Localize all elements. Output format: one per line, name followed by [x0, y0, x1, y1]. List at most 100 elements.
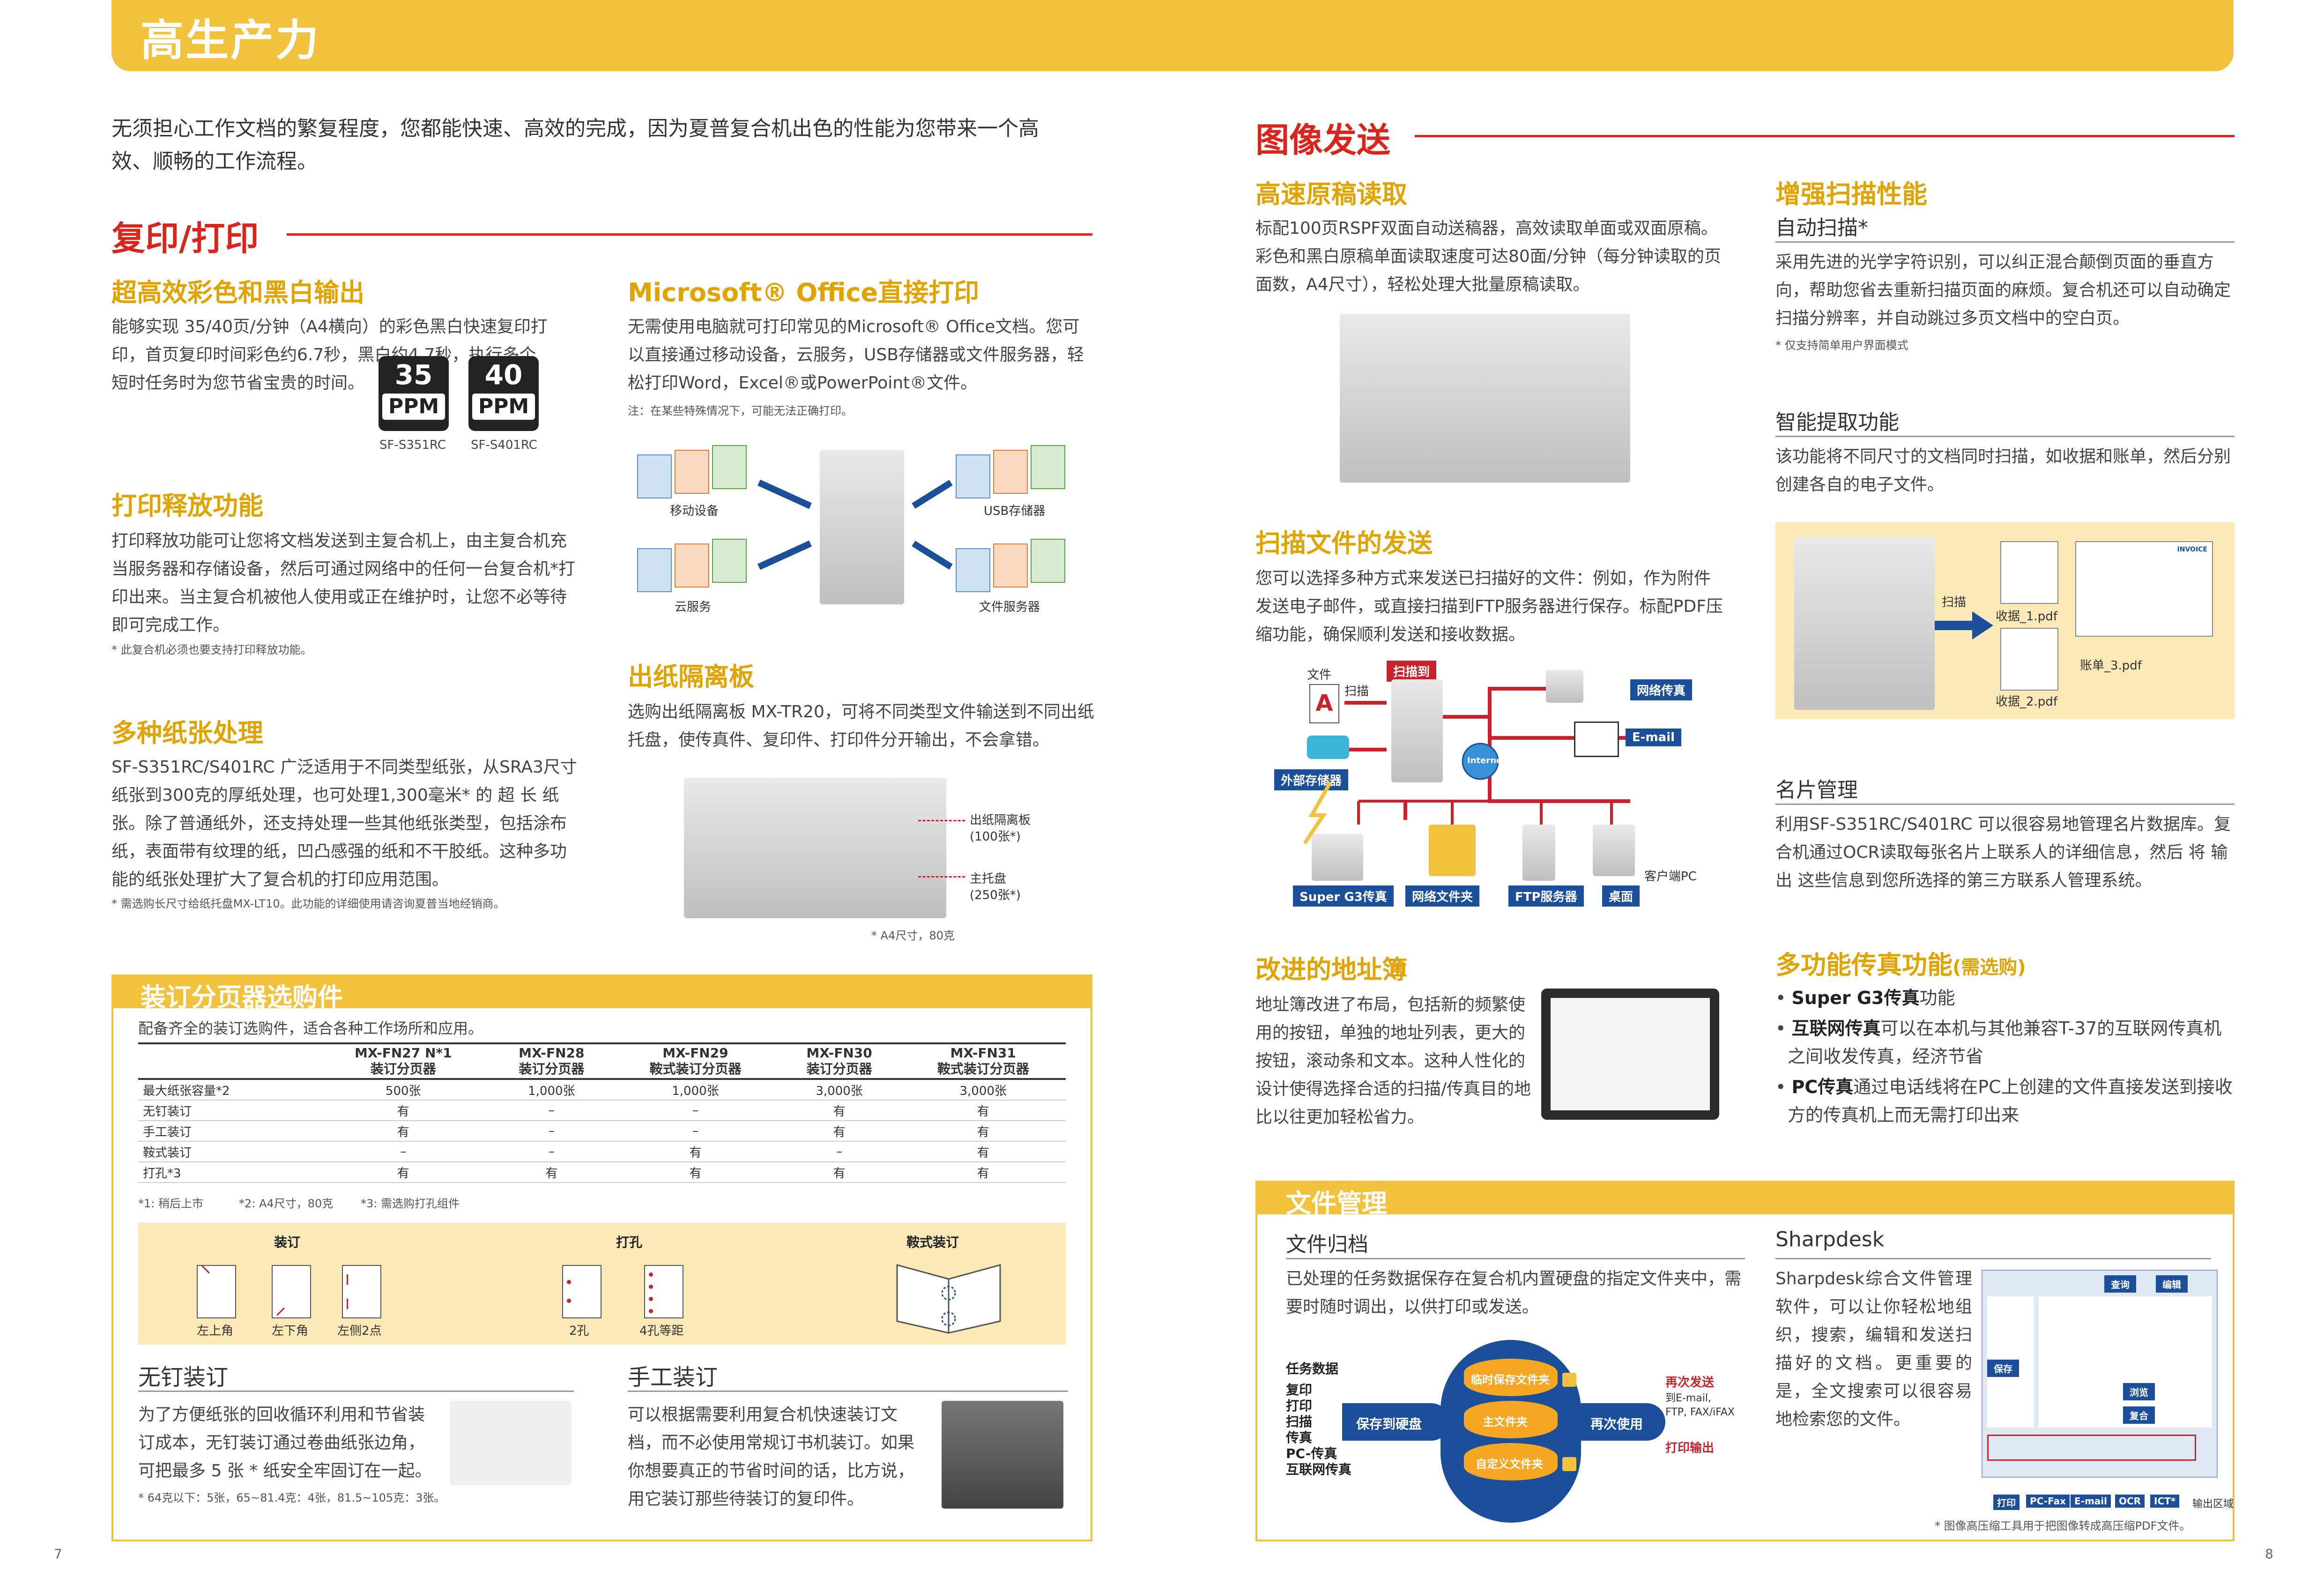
docx-icon: [956, 454, 990, 498]
output-button-ict: ICT*: [2150, 1495, 2180, 1508]
card-body: 利用SF-S351RC/S401RC 可以很容易地管理名片数据库。复合机通过OC…: [1775, 815, 2231, 890]
image-send-title: 图像发送: [1255, 120, 1391, 160]
color-bw-heading: 超高效彩色和黑白输出: [111, 278, 364, 307]
dest-tag: E-mail: [1626, 729, 1682, 746]
arrow-icon: [757, 540, 812, 570]
output-button-email: E-mail: [2071, 1495, 2111, 1508]
folder-temp: [1464, 1359, 1558, 1396]
sharpdesk-body: Sharpdesk综合文件管理软件，可以让你轻松地组织，搜索，编辑和发送扫描好的…: [1775, 1269, 1972, 1429]
hole-mark: [649, 1297, 653, 1301]
section-divider: [287, 233, 1092, 236]
archive-heading: 文件归档: [1286, 1233, 1368, 1257]
fax-heading-wrap: 多功能传真功能(需选购): [1775, 944, 2026, 981]
arrow-icon: [912, 480, 953, 509]
lock-icon: [1562, 1457, 1576, 1471]
email-icon: [1574, 722, 1619, 757]
folder-label: 临时保存文件夹: [1471, 1373, 1550, 1386]
mfp-image: [820, 450, 904, 604]
paper-note: * 需选购长尺寸给纸托盘MX-LT10。此功能的详细使用请咨询夏普当地经销商。: [111, 897, 505, 910]
manual-heading: 手工装订: [628, 1364, 718, 1391]
hole-mark: [649, 1309, 653, 1313]
finisher-subtitle: 配备齐全的装订选购件，适合各种工作场所和应用。: [138, 1019, 483, 1037]
staple-mark: [347, 1299, 348, 1309]
receipt-doc: [2000, 541, 2058, 604]
heading-rule: [138, 1391, 574, 1392]
print-release-body: 打印释放功能可让您将文档发送到主复合机上，由主复合机充当服务器和存储设备，然后可…: [111, 531, 576, 635]
file-label: 收据_2.pdf: [1996, 695, 2057, 709]
separator-body: 选购出纸隔离板 MX-TR20，可将不同类型文件输送到不同出纸托盘，使传真件、复…: [628, 702, 1094, 750]
save-arrow: [1342, 1403, 1450, 1441]
finishing-diagram: 装订 打孔 鞍式装订 左上角 左下角 左侧2点 2孔 4孔等距: [138, 1223, 1066, 1345]
sharpdesk-heading: Sharpdesk: [1775, 1227, 1885, 1251]
doc-icons-mobile: [637, 445, 750, 501]
print-release-note: * 此复合机必须也要支持打印释放功能。: [111, 643, 312, 656]
auto-scan-body: 采用先进的光学字符识别，可以纠正混合颠倒页面的垂直方向，帮助您省去重新扫描页面的…: [1775, 253, 2231, 328]
output-button-ocr: OCR: [2115, 1495, 2145, 1508]
paper-body: SF-S351RC/S401RC 广泛适用于不同类型纸张，从SRA3尺寸纸张到3…: [111, 758, 577, 889]
doc-icons-cloud: [637, 539, 750, 595]
rspf-image: [1340, 314, 1630, 483]
color-bw-body: 能够实现 35/40页/分钟（A4横向）的彩色黑白快速复印打印，首页复印时间彩色…: [111, 317, 548, 393]
dest-tag: FTP服务器: [1508, 885, 1584, 907]
screen-content: [1551, 998, 1710, 1110]
folder-main: [1464, 1401, 1558, 1438]
doc-icons-server: [956, 539, 1068, 595]
smart-extract-body: 该功能将不同尺寸的文档同时扫描，如收据和账单，然后分别创建各自的电子文件。: [1775, 447, 2231, 494]
file-mgmt-bar: [1255, 1181, 2235, 1214]
task-item: 复印: [1286, 1382, 1313, 1398]
pptx-icon: [675, 543, 709, 588]
thumbnail-grid: [2039, 1296, 2212, 1428]
document-icon: A: [1309, 684, 1339, 723]
source-label: 移动设备: [670, 504, 719, 518]
folder-custom: [1464, 1443, 1558, 1480]
docx-icon: [956, 548, 990, 592]
finisher-bar: [111, 974, 1092, 1008]
group-label: 打孔: [616, 1235, 643, 1250]
arrow-icon: [1935, 611, 1993, 640]
page-number-right: 8: [2265, 1546, 2273, 1562]
docx-icon: [637, 548, 672, 592]
scan-label: 扫描: [1942, 595, 1967, 610]
dest-tag: Super G3传真: [1293, 885, 1394, 907]
separator-heading: 出纸隔离板: [628, 662, 754, 692]
task-item: 扫描: [1286, 1414, 1313, 1429]
xlsx-icon: [712, 539, 747, 583]
folder-pc-image: [1429, 825, 1476, 876]
smart-extract-diagram: 扫描 收据_1.pdf INVOICE 账单_3.pdf 收据_2.pdf: [1775, 522, 2235, 719]
output-button-pcfax: PC-Fax: [2026, 1495, 2070, 1508]
staple-free-heading: 无钉装订: [138, 1364, 229, 1391]
hole-mark: [567, 1299, 571, 1303]
fax-item: • 互联网传真可以在本机与其他兼容T-37的互联网传真机之间收发传真，经济节省: [1775, 1018, 2222, 1067]
sharpdesk-screenshot: 查询 编辑 保存 浏览 复合: [1982, 1270, 2218, 1478]
footnote: *1: 稍后上市: [138, 1197, 203, 1210]
ui-label-composite: 复合: [2123, 1406, 2155, 1424]
heading-rule: [1286, 1258, 1745, 1259]
callout-separator-cap: (100张*): [970, 830, 1021, 844]
source-label: USB存储器: [984, 504, 1046, 518]
globe-icon: [1462, 743, 1499, 780]
address-book-body: 地址簿改进了布局，包括新的频繁使用的按钮，单独的地址列表，更大的按钮，滚动条和文…: [1255, 995, 1531, 1127]
xlsx-icon: [712, 445, 747, 489]
address-book-heading: 改进的地址簿: [1255, 955, 1407, 984]
saddle-book-icon: [896, 1264, 1001, 1334]
heading-rule: [1775, 1258, 2211, 1259]
ppm-model-label: SF-S351RC: [379, 438, 446, 452]
scan-label: 扫描: [1344, 684, 1369, 699]
fast-read-heading: 高速原稿读取: [1255, 179, 1407, 209]
sheet-2-hole: [562, 1265, 601, 1318]
sheet-left-2pt: [342, 1265, 381, 1318]
heading-rule: [1775, 436, 2235, 437]
file-label: 账单_3.pdf: [2080, 659, 2142, 673]
address-book-screen: [1541, 989, 1719, 1120]
flow-arrows: [757, 479, 953, 570]
invoice-label: INVOICE: [2177, 546, 2207, 553]
scan-send-body: 您可以选择多种方式来发送已扫描好的文件：例如，作为附件发送电子邮件，或直接扫描到…: [1255, 569, 1723, 644]
file-mgmt-title: 文件管理: [1286, 1189, 1387, 1218]
output-button-print: 打印: [1993, 1495, 2020, 1510]
reuse-label: 再次使用: [1590, 1416, 1643, 1432]
staple-mark: [201, 1265, 210, 1274]
